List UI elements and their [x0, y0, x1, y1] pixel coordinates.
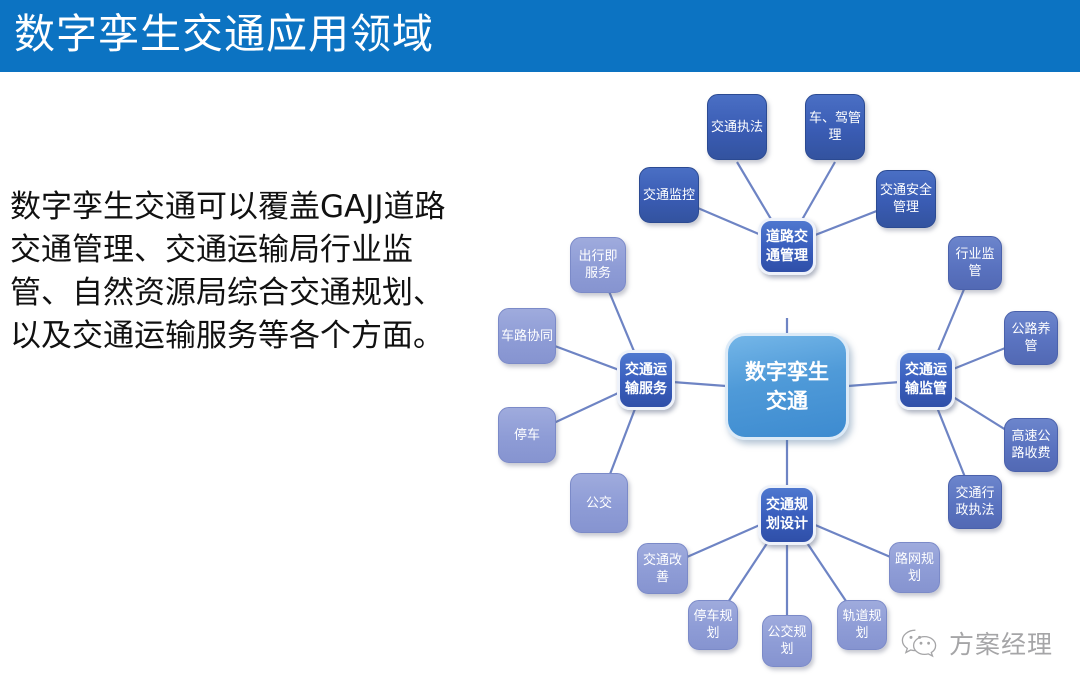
node-traffic-enforcement[interactable]: 交通执法: [707, 94, 767, 160]
body-paragraph: 数字孪生交通可以覆盖GAJJ道路交通管理、交通运输局行业监管、自然资源局综合交通…: [10, 189, 446, 354]
node-label: 交通运输服务: [625, 362, 667, 397]
watermark: 方案经理: [900, 625, 1053, 661]
node-vehicle-road-cooperation[interactable]: 车路协同: [498, 308, 556, 364]
node-label: 公交: [585, 495, 612, 511]
node-transport-service[interactable]: 交通运输服务: [617, 350, 675, 410]
node-traffic-administrative-enforcement[interactable]: 交通行政执法: [948, 475, 1002, 529]
node-label: 数字孪生交通: [745, 359, 829, 413]
node-road-network-planning[interactable]: 路网规划: [889, 542, 940, 593]
node-rail-planning[interactable]: 轨道规划: [837, 600, 887, 650]
node-label: 交通安全管理: [879, 183, 932, 215]
node-traffic-safety-management[interactable]: 交通安全管理: [876, 170, 936, 228]
node-label: 车、驾管理: [808, 111, 861, 143]
node-label: 道路交通管理: [766, 228, 808, 264]
node-industry-supervision[interactable]: 行业监管: [948, 236, 1002, 290]
mindmap-diagram: 数字孪生交通 道路交通管理 交通运输监管 交通运输服务 交通规划设计 交通监控 …: [0, 72, 1080, 695]
node-traffic-improvement[interactable]: 交通改善: [637, 543, 688, 594]
node-traffic-monitoring[interactable]: 交通监控: [639, 167, 699, 223]
node-bus-planning[interactable]: 公交规划: [762, 615, 812, 667]
page-title: 数字孪生交通应用领域: [14, 10, 434, 58]
node-label: 轨道规划: [842, 609, 882, 641]
watermark-text: 方案经理: [949, 630, 1054, 659]
node-label: 行业监管: [955, 247, 995, 279]
node-label: 交通规划设计: [766, 497, 808, 532]
node-expressway-tolling[interactable]: 高速公路收费: [1004, 418, 1058, 472]
node-transport-planning-design[interactable]: 交通规划设计: [758, 485, 816, 545]
node-vehicle-driver-management[interactable]: 车、驾管理: [805, 94, 865, 160]
node-label: 停车: [513, 427, 540, 443]
node-transport-supervision[interactable]: 交通运输监管: [897, 350, 955, 410]
node-label: 高速公路收费: [1011, 429, 1051, 461]
node-highway-maintenance[interactable]: 公路养管: [1004, 311, 1058, 365]
node-parking[interactable]: 停车: [498, 407, 556, 463]
node-label: 交通监控: [642, 187, 695, 203]
wechat-icon: [901, 629, 937, 657]
node-public-transport[interactable]: 公交: [570, 473, 628, 533]
node-maas[interactable]: 出行即服务: [570, 237, 626, 293]
node-label: 交通改善: [642, 552, 682, 585]
header-bar: [0, 0, 1080, 72]
node-road-traffic-management[interactable]: 道路交通管理: [758, 218, 816, 275]
node-label: 交通运输监管: [905, 362, 947, 397]
node-label: 公路养管: [1011, 322, 1051, 354]
node-parking-planning[interactable]: 停车规划: [688, 600, 738, 650]
node-label: 交通执法: [710, 119, 763, 135]
node-label: 停车规划: [693, 609, 733, 641]
node-label: 出行即服务: [578, 249, 618, 281]
node-label: 公交规划: [767, 625, 807, 657]
node-digital-twin-transport[interactable]: 数字孪生交通: [725, 333, 849, 440]
node-label: 路网规划: [894, 551, 934, 584]
node-label: 交通行政执法: [955, 486, 995, 518]
node-label: 车路协同: [501, 328, 554, 344]
